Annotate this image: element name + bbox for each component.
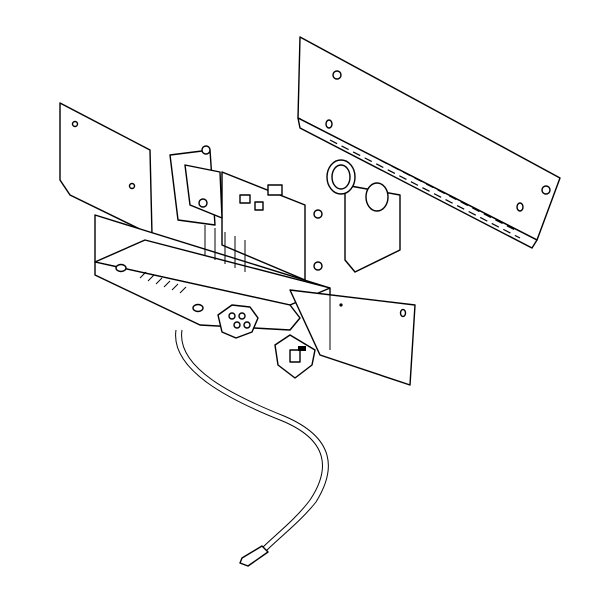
vent-slots [139,271,187,294]
cover-plate [297,36,561,249]
control-board [169,145,323,281]
junction-box [326,159,401,273]
back-panel [59,102,153,236]
cable-connector [217,304,259,339]
sensor-cable [175,329,329,567]
terminal-clip [274,334,316,379]
